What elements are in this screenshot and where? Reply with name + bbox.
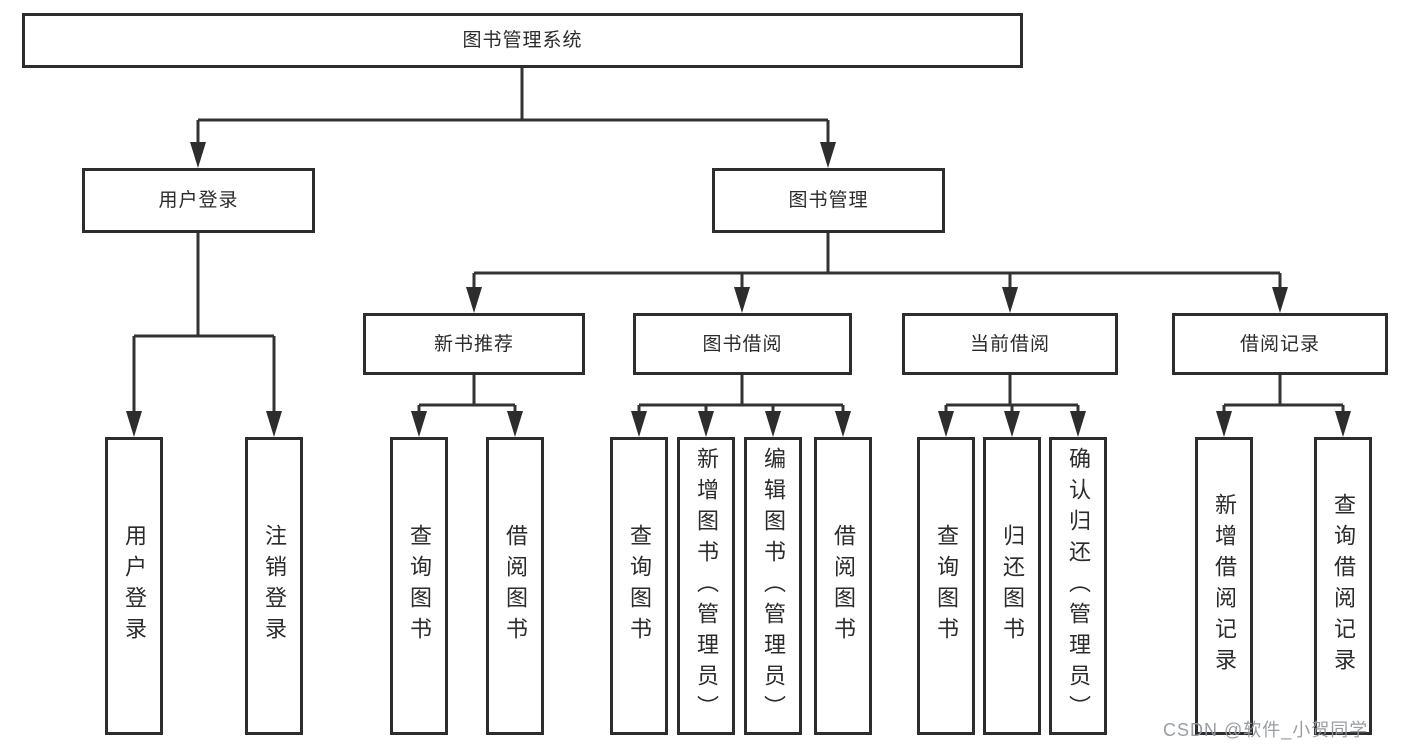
arrow-down-icon (190, 142, 206, 168)
node-leaf-add-borrow-record: 新增借阅记录 (1195, 437, 1253, 735)
node-label: 新增借阅记录 (1212, 493, 1237, 679)
node-label: 图书借阅 (702, 333, 783, 355)
node-label: 注销登录 (262, 524, 287, 648)
node-leaf-borrow-books: 借阅图书 (814, 437, 872, 735)
connector-new-book-rec-children (417, 375, 517, 415)
node-label: 当前借阅 (969, 333, 1050, 355)
node-label: 归还图书 (1000, 524, 1025, 648)
node-leaf-query-books-rec: 查询图书 (390, 437, 448, 735)
node-current-borrow: 当前借阅 (902, 313, 1118, 375)
node-label: 图书管理 (788, 190, 869, 211)
arrow-down-icon (507, 411, 523, 437)
arrow-down-icon (266, 411, 282, 437)
node-leaf-confirm-return-admin: 确认归还（管理员） (1049, 437, 1107, 735)
arrow-down-icon (698, 411, 714, 437)
node-label: 确认归还（管理员） (1066, 446, 1091, 726)
node-book-mgmt: 图书管理 (712, 168, 945, 233)
node-book-borrow: 图书借阅 (633, 313, 852, 375)
arrow-down-icon (1004, 411, 1020, 437)
node-label: 图书管理系统 (462, 30, 583, 51)
node-leaf-logout: 注销登录 (245, 437, 303, 735)
node-label: 借阅图书 (503, 524, 528, 648)
arrow-down-icon (631, 411, 647, 437)
node-leaf-return-book: 归还图书 (983, 437, 1041, 735)
node-leaf-query-books-borrow: 查询图书 (610, 437, 668, 735)
arrow-down-icon (126, 411, 142, 437)
arrow-down-icon (765, 411, 781, 437)
node-label: 新书推荐 (433, 333, 514, 355)
connector-borrow-records-children (1222, 375, 1345, 415)
arrow-down-icon (1002, 287, 1018, 313)
connector-book-borrow-children (637, 375, 845, 415)
node-label: 新增图书（管理员） (694, 446, 719, 726)
node-label: 编辑图书（管理员） (761, 446, 786, 726)
node-label: 用户登录 (122, 524, 147, 648)
connector-book-mgmt-to-level3 (472, 233, 1282, 291)
arrow-down-icon (1216, 411, 1232, 437)
node-label: 查询借阅记录 (1331, 493, 1356, 679)
node-label: 查询图书 (934, 524, 959, 648)
node-leaf-query-books-current: 查询图书 (917, 437, 975, 735)
node-label: 用户登录 (158, 190, 239, 211)
node-label: 查询图书 (627, 524, 652, 648)
node-leaf-add-book-admin: 新增图书（管理员） (677, 437, 735, 735)
arrow-down-icon (1070, 411, 1086, 437)
node-label: 借阅记录 (1239, 333, 1320, 355)
connector-current-borrow-children (944, 375, 1080, 415)
connector-root-to-level2 (196, 68, 830, 146)
node-borrow-records: 借阅记录 (1172, 313, 1388, 375)
node-leaf-edit-book-admin: 编辑图书（管理员） (744, 437, 802, 735)
node-root: 图书管理系统 (22, 13, 1023, 68)
connector-user-login-children (132, 233, 276, 415)
arrow-down-icon (820, 142, 836, 168)
watermark: CSDN @软件_小贺同学 (1163, 720, 1369, 740)
arrow-down-icon (1272, 287, 1288, 313)
node-user-login: 用户登录 (82, 168, 315, 233)
arrow-down-icon (1335, 411, 1351, 437)
node-label: 借阅图书 (831, 524, 856, 648)
node-leaf-user-login: 用户登录 (105, 437, 163, 735)
node-label: 查询图书 (407, 524, 432, 648)
arrow-down-icon (466, 287, 482, 313)
node-leaf-query-borrow-record: 查询借阅记录 (1314, 437, 1372, 735)
arrow-down-icon (835, 411, 851, 437)
arrow-down-icon (938, 411, 954, 437)
node-leaf-borrow-books-rec: 借阅图书 (486, 437, 544, 735)
node-new-book-rec: 新书推荐 (363, 313, 585, 375)
arrow-down-icon (411, 411, 427, 437)
arrow-down-icon (734, 287, 750, 313)
